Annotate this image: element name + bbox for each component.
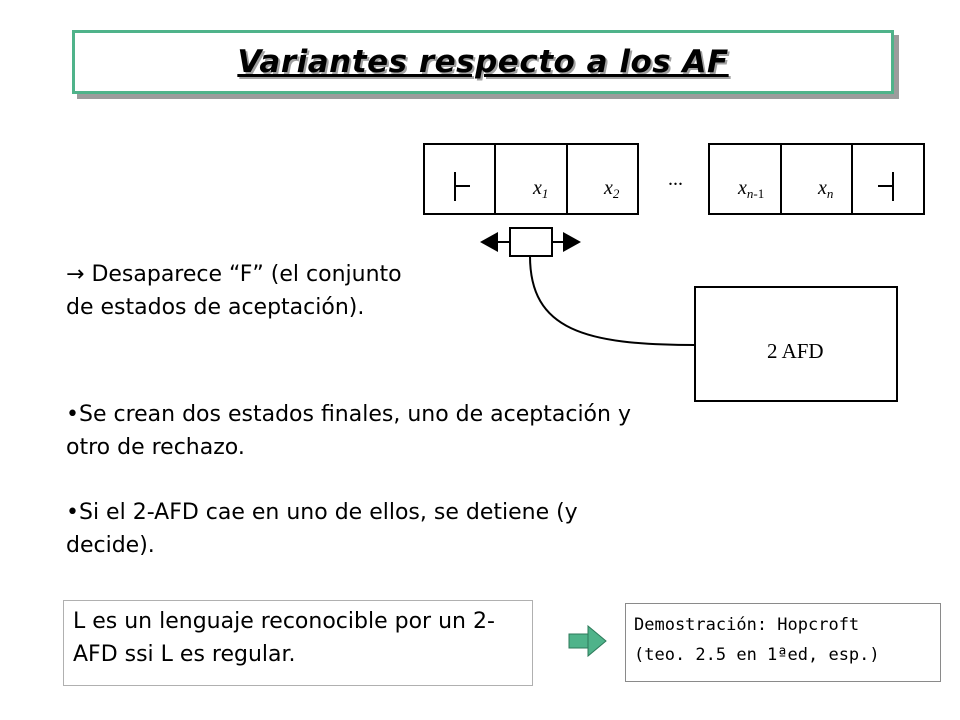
bullet-item-f-removed-text: Desaparece “F” (el conjunto de estados d… xyxy=(66,262,402,320)
title-box: Variantes respecto a los AF xyxy=(72,30,894,94)
bullet-item-f-removed: → Desaparece “F” (el conjunto de estados… xyxy=(66,258,426,324)
lemma-box: L es un lenguaje reconocible por un 2-AF… xyxy=(63,600,533,686)
bullet-item-halts-text: Si el 2-AFD cae en uno de ellos, se deti… xyxy=(66,500,578,558)
proof-reference-line1: Demostración: Hopcroft xyxy=(634,615,860,635)
head-box xyxy=(509,227,553,257)
proof-reference-line2: (teo. 2.5 en 1ªed, esp.) xyxy=(634,645,880,665)
bullet-item-halts: •Si el 2-AFD cae en uno de ellos, se det… xyxy=(66,496,666,562)
left-end-marker-icon xyxy=(454,172,470,201)
reading-head xyxy=(480,227,581,257)
tape-right-block xyxy=(708,143,925,215)
automaton-box xyxy=(694,286,898,402)
proof-reference-box: Demostración: Hopcroft (teo. 2.5 en 1ªed… xyxy=(625,603,941,682)
tape-ellipsis: ... xyxy=(668,168,683,190)
head-right-arrow-icon xyxy=(563,232,581,252)
automaton-label: 2 AFD xyxy=(767,339,824,363)
bullet-dot-icon: • xyxy=(66,402,79,427)
tape-left-block xyxy=(423,143,639,215)
right-arrow-icon: → xyxy=(66,262,85,287)
right-end-marker-icon xyxy=(878,172,894,201)
lemma-text: L es un lenguaje reconocible por un 2-AF… xyxy=(73,609,495,667)
bullet-item-final-states: •Se crean dos estados finales, uno de ac… xyxy=(66,398,666,464)
bullet-item-final-states-text: Se crean dos estados finales, uno de ace… xyxy=(66,402,631,460)
slide-title: Variantes respecto a los AF xyxy=(237,44,729,80)
bullet-dot-icon: • xyxy=(66,500,79,525)
head-left-arrow-icon xyxy=(480,232,498,252)
head-connection-curve xyxy=(529,255,696,346)
green-arrow-icon xyxy=(568,624,607,658)
